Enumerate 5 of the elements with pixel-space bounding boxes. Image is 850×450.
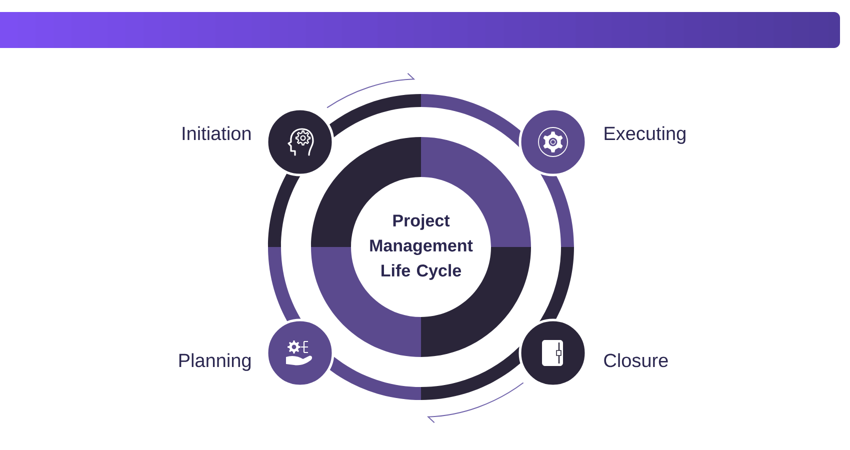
phase-label: Closure	[604, 353, 668, 368]
phase-label: Executing	[604, 126, 686, 144]
phase-label: Planning	[179, 353, 251, 371]
phase-label: Initiation	[182, 126, 251, 140]
center-circle: Project Management Life Cycle	[354, 180, 488, 314]
